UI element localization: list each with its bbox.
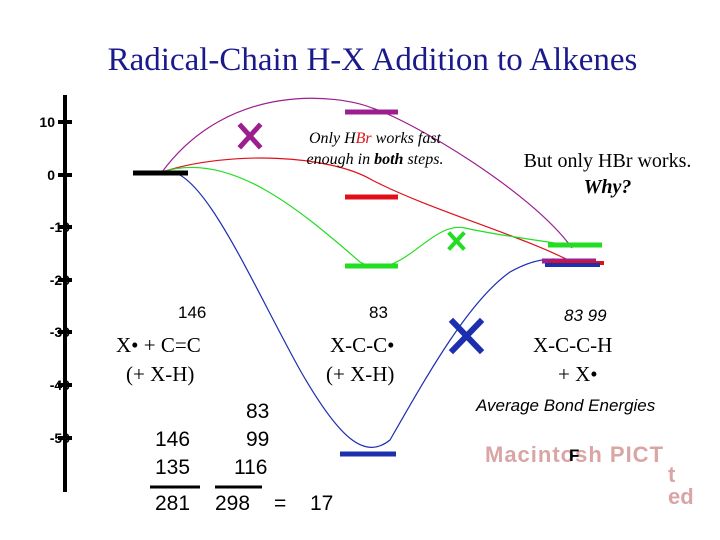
- y-axis-ticks: [58, 120, 72, 440]
- blue-cross-mark: [448, 317, 485, 355]
- calc-left-sum: 281: [155, 492, 191, 515]
- reactant-bond-energy: 146: [178, 303, 207, 322]
- calc-right-top: 83: [246, 400, 270, 423]
- bond-energies-caption: Average Bond Energies: [476, 396, 656, 415]
- pict-placeholder-text: Macintosh PICT: [485, 442, 665, 467]
- green-cross-mark: [447, 231, 466, 251]
- calc-right-sum: 298: [215, 492, 251, 515]
- tick-label-10: 10: [39, 114, 55, 130]
- calc-left-top: 146: [155, 428, 191, 451]
- intermediate-label: X-C-C•: [330, 333, 395, 357]
- but-only-note: But only HBr works. Why?: [500, 148, 715, 200]
- why-question: Why?: [583, 176, 632, 198]
- calc-result: 17: [310, 492, 334, 515]
- pict-placeholder-letter: F: [569, 446, 580, 465]
- reactants-sub-label: (+ X-H): [126, 362, 195, 386]
- intermediate-bond-energy: 83: [369, 303, 388, 322]
- green-path: [161, 166, 573, 268]
- both-emphasis: both: [374, 151, 404, 168]
- tick-label-0: 0: [47, 167, 55, 183]
- intermediate-sub-label: (+ X-H): [326, 362, 395, 386]
- products-label: X-C-C-H: [533, 333, 613, 357]
- only-hbr-note: Only HBr works fast enough in both steps…: [306, 130, 444, 168]
- calc-right-bottom: 116: [234, 456, 268, 479]
- calc-right-mid: 99: [246, 428, 270, 451]
- purple-path: [161, 97, 573, 249]
- purple-cross-mark: [237, 122, 263, 150]
- reactants-label: X• + C=C: [116, 333, 201, 357]
- blue-path: [161, 170, 573, 448]
- pict-placeholder-line2: t: [668, 462, 676, 487]
- page-title: Radical-Chain H-X Addition to Alkenes: [107, 42, 638, 78]
- pict-placeholder-line3: ed: [668, 484, 694, 509]
- products-sub-label: + X•: [558, 362, 598, 386]
- br-highlight: Br: [355, 130, 372, 147]
- calc-left-bottom: 135: [155, 456, 191, 479]
- product-bond-energies: 83 99: [564, 306, 607, 325]
- calc-equals: =: [274, 492, 287, 515]
